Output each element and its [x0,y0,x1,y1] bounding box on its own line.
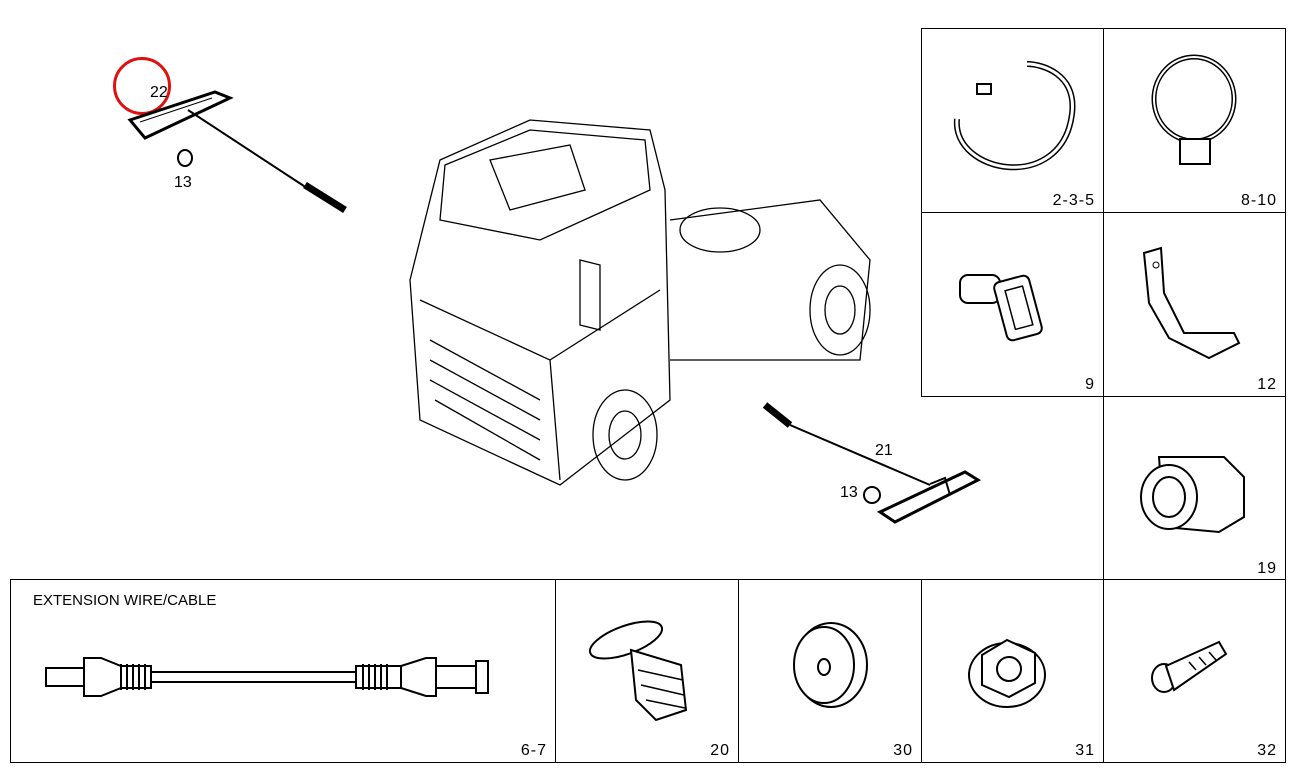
clamp-icon [1151,54,1237,165]
flange-nut-icon [968,638,1046,708]
grommet-icon [588,620,688,722]
panel-label: 8-10 [1240,192,1277,209]
connector-housing-icon [1140,456,1245,534]
panel-label: 9 [1085,376,1095,393]
panel-label: 31 [1075,742,1095,759]
panel-bracket[interactable]: 12 [1103,212,1286,397]
marker-lamp-left-drawing [127,90,347,213]
bracket-icon [1142,246,1241,360]
truck-drawing [409,119,871,486]
panel-label: 30 [893,742,913,759]
callout-13[interactable]: 13 [840,484,858,501]
panel-washer[interactable]: 30 [738,579,922,763]
highlight-circle [113,57,171,115]
panel-label: 6-7 [520,742,547,759]
marker-lamp-right-drawing [762,402,982,524]
panel-connector-housing[interactable]: 19 [1103,396,1286,581]
panel-label: 19 [1257,560,1277,577]
panel-label: 32 [1257,742,1277,759]
washer-icon [793,622,868,708]
panel-title: EXTENSION WIRE/CABLE [33,592,217,609]
cable-tie-icon [953,61,1076,171]
callout-22[interactable]: 22 [150,84,168,101]
extension-cable-icon [45,657,489,697]
panel-cable-tie[interactable]: 2-3-5 [921,28,1104,213]
panel-label: 12 [1257,376,1277,393]
socket-bolt-icon [1151,640,1228,693]
panel-label: 2-3-5 [1052,192,1095,209]
push-clip-icon [959,274,1043,342]
panel-clamp[interactable]: 8-10 [1103,28,1286,213]
panel-label: 20 [710,742,730,759]
panel-grommet[interactable]: 20 [555,579,739,763]
panel-push-clip[interactable]: 9 [921,212,1104,397]
panel-bolt[interactable]: 32 [1103,579,1286,763]
callout-21[interactable]: 21 [875,442,893,459]
panel-flange-nut[interactable]: 31 [921,579,1104,763]
panel-extension-wire[interactable]: EXTENSION WIRE/CABLE 6-7 [10,579,556,763]
callout-13[interactable]: 13 [174,174,192,191]
